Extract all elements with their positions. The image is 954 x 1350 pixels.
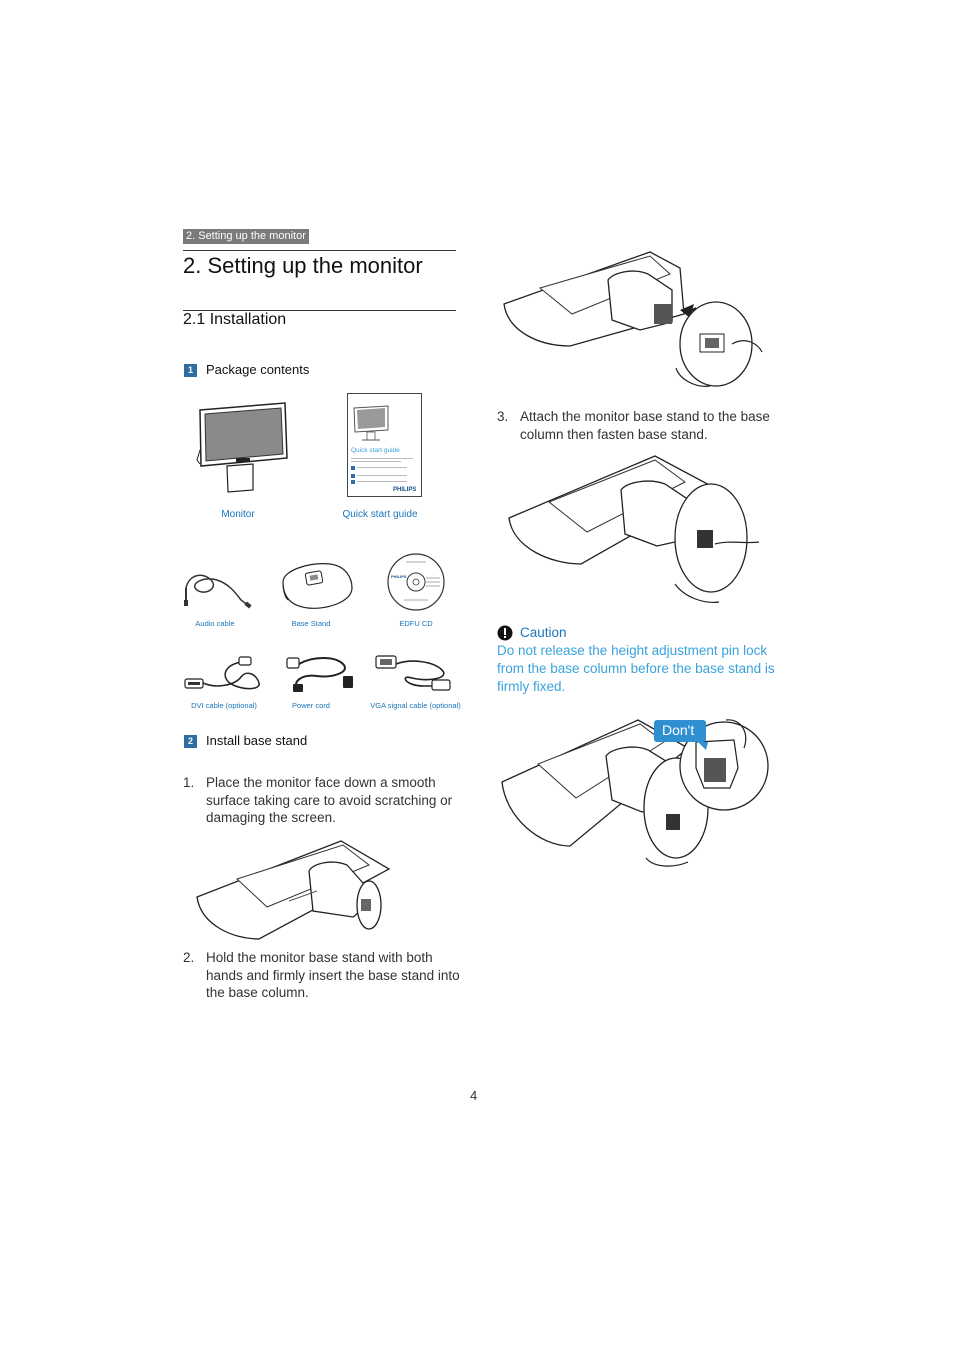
- step-number-badge: 1: [184, 364, 197, 377]
- step-label: Package contents: [206, 362, 310, 377]
- instruction-line: Hold the monitor base stand with both: [206, 950, 433, 965]
- instruction-line: the base column.: [206, 985, 309, 1000]
- cd-label-brand: PHILIPS: [391, 574, 407, 579]
- instruction-line: Place the monitor face down a smooth: [206, 775, 436, 790]
- heading-rule: [183, 250, 456, 251]
- edfu-cd-illustration: PHILIPS: [386, 552, 446, 612]
- instruction-line: hands and firmly insert the base stand i…: [206, 967, 460, 983]
- instruction-1: 1. Place the monitor face down a smooth …: [183, 774, 463, 828]
- monitor-face-down-illustration: [193, 835, 393, 945]
- step-number-badge: 2: [184, 735, 197, 748]
- caution-line: firmly fixed.: [497, 679, 566, 694]
- quick-start-guide-illustration: Quick start guide PHILIPS: [347, 393, 422, 497]
- breadcrumb: 2. Setting up the monitor: [183, 229, 309, 244]
- page-number: 4: [470, 1088, 478, 1103]
- monitor-illustration: [195, 400, 290, 495]
- caution-icon: [497, 625, 513, 641]
- caution-body: Do not release the height adjustment pin…: [497, 642, 777, 696]
- caption-monitor: Monitor: [221, 509, 255, 520]
- caution-line: Do not release the height adjustment pin…: [497, 643, 768, 658]
- instruction-3: 3. Attach the monitor base stand to the …: [497, 408, 777, 444]
- caption-vga-cable: VGA signal cable (optional): [370, 701, 461, 710]
- caption-audio-cable: Audio cable: [195, 619, 235, 628]
- instruction-number: 1.: [183, 775, 195, 790]
- dont-release-illustration: Don't: [498, 708, 770, 870]
- instruction-line: Attach the monitor base stand to the bas…: [520, 409, 770, 424]
- caption-quick-start-guide: Quick start guide: [342, 509, 418, 520]
- instruction-number: 2.: [183, 950, 195, 965]
- caption-dvi-cable: DVI cable (optional): [191, 701, 257, 710]
- instruction-line: damaging the screen.: [206, 810, 336, 825]
- caption-power-cord: Power cord: [292, 701, 330, 710]
- dvi-cable-illustration: [183, 655, 263, 695]
- caption-base-stand: Base Stand: [291, 619, 331, 628]
- fasten-base-stand-illustration: [505, 452, 765, 607]
- guide-cover-title: Quick start guide: [351, 447, 400, 454]
- section-rule: [183, 310, 456, 311]
- caution-title: Caution: [520, 625, 567, 640]
- caution-line: from the base column before the base sta…: [497, 661, 775, 676]
- instruction-line: surface taking care to avoid scratching …: [206, 792, 453, 808]
- insert-base-stand-illustration: [500, 248, 765, 398]
- guide-cover-brand: PHILIPS: [393, 487, 417, 493]
- dont-label: Don't: [662, 722, 695, 738]
- instruction-number: 3.: [497, 409, 509, 424]
- caption-edfu-cd: EDFU CD: [399, 619, 433, 628]
- instruction-2: 2. Hold the monitor base stand with both…: [183, 949, 463, 1003]
- instruction-line: column then fasten base stand.: [520, 426, 708, 442]
- vga-cable-illustration: [372, 652, 457, 694]
- section-title: 2.1 Installation: [183, 311, 287, 328]
- base-stand-illustration: [280, 560, 355, 615]
- step-label: Install base stand: [206, 733, 308, 748]
- audio-cable-illustration: [183, 566, 253, 611]
- page-title: 2. Setting up the monitor: [183, 253, 423, 278]
- power-cord-illustration: [283, 652, 355, 694]
